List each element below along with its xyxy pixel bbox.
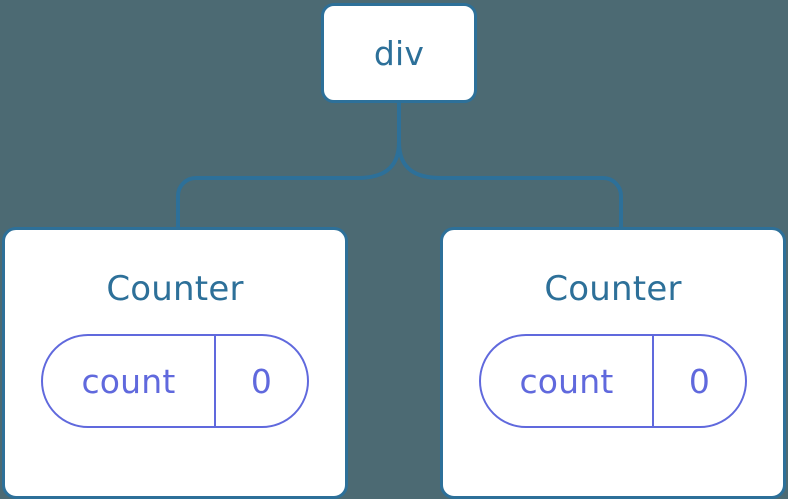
state-value-right: 0	[654, 336, 745, 426]
node-div-label: div	[373, 33, 425, 73]
state-pill-count-left[interactable]: count 0	[41, 334, 309, 428]
state-value-left: 0	[216, 336, 307, 426]
edge-root-to-right-counter	[397, 101, 623, 231]
node-counter-left-label: Counter	[106, 269, 244, 309]
node-counter-right[interactable]: Counter count 0	[440, 227, 786, 499]
state-key-right-label: count	[519, 361, 614, 401]
edge-root-to-left-counter	[176, 101, 401, 231]
node-div[interactable]: div	[321, 3, 477, 103]
state-value-right-label: 0	[688, 361, 711, 401]
state-key-left-label: count	[81, 361, 176, 401]
state-pill-count-right[interactable]: count 0	[479, 334, 747, 428]
node-counter-right-label: Counter	[544, 269, 682, 309]
state-value-left-label: 0	[250, 361, 273, 401]
node-counter-left[interactable]: Counter count 0	[2, 227, 348, 499]
state-key-right: count	[481, 336, 654, 426]
state-key-left: count	[43, 336, 216, 426]
